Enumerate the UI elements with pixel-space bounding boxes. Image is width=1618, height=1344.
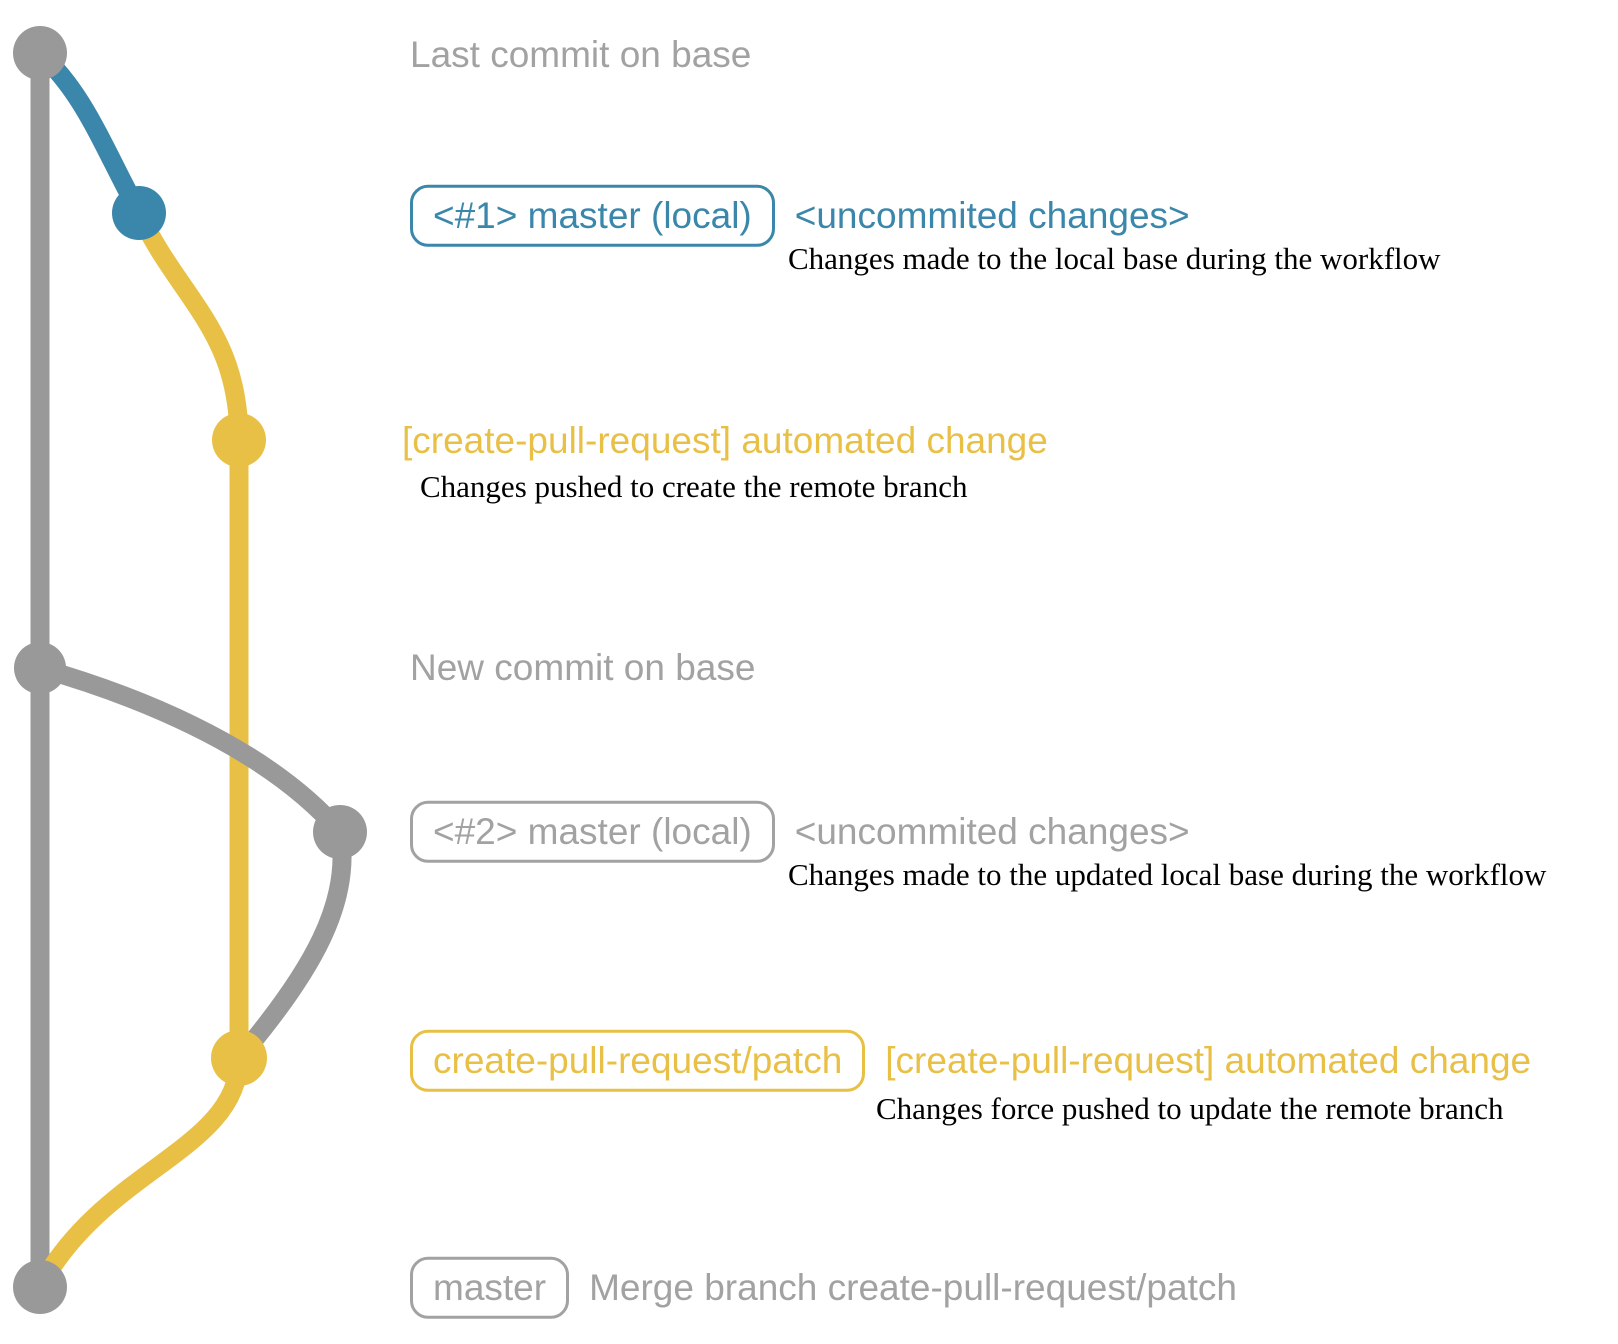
commit-4-message: [create-pull-request] automated change <box>885 1039 1532 1081</box>
commit-dot-merge <box>13 1260 67 1314</box>
row-commit-3: <#2> master (local) <uncommited changes> <box>410 800 1190 864</box>
merge-commit-message: Merge branch create-pull-request/patch <box>589 1266 1237 1308</box>
commit-dot-patch-2 <box>211 1030 267 1086</box>
commit-dot-new-base <box>14 642 66 694</box>
local-branch-curve <box>30 43 149 223</box>
label-new-commit-on-base: New commit on base <box>410 647 756 688</box>
commit-dot-last-base <box>13 26 67 80</box>
row-merge-commit: master Merge branch create-pull-request/… <box>410 1256 1237 1320</box>
branch-badge-create-pull-request-patch: create-pull-request/patch <box>410 1029 866 1093</box>
updated-local-branch-path <box>30 658 352 1068</box>
commit-1-message: <uncommited changes> <box>794 194 1190 236</box>
branch-badge-master-local-2: <#2> master (local) <box>410 800 775 864</box>
branch-badge-master: master <box>410 1256 570 1320</box>
remote-patch-branch-path <box>30 203 249 1297</box>
commit-3-message: <uncommited changes> <box>794 810 1190 852</box>
branch-badge-master-local-1: <#1> master (local) <box>410 184 775 248</box>
commit-2-description: Changes pushed to create the remote bran… <box>420 469 968 504</box>
commit-dot-patch-1 <box>212 413 266 467</box>
commit-1-description: Changes made to the local base during th… <box>788 241 1441 276</box>
row-commit-4: create-pull-request/patch [create-pull-r… <box>410 1029 1532 1093</box>
commit-2-message: [create-pull-request] automated change <box>402 420 1048 461</box>
row-commit-1: <#1> master (local) <uncommited changes> <box>410 184 1190 248</box>
label-last-commit-on-base: Last commit on base <box>410 34 752 75</box>
commit-4-description: Changes force pushed to update the remot… <box>876 1091 1504 1126</box>
commit-3-description: Changes made to the updated local base d… <box>788 857 1547 892</box>
commit-dot-local-2 <box>313 805 367 859</box>
commit-dot-local-1 <box>112 186 166 240</box>
